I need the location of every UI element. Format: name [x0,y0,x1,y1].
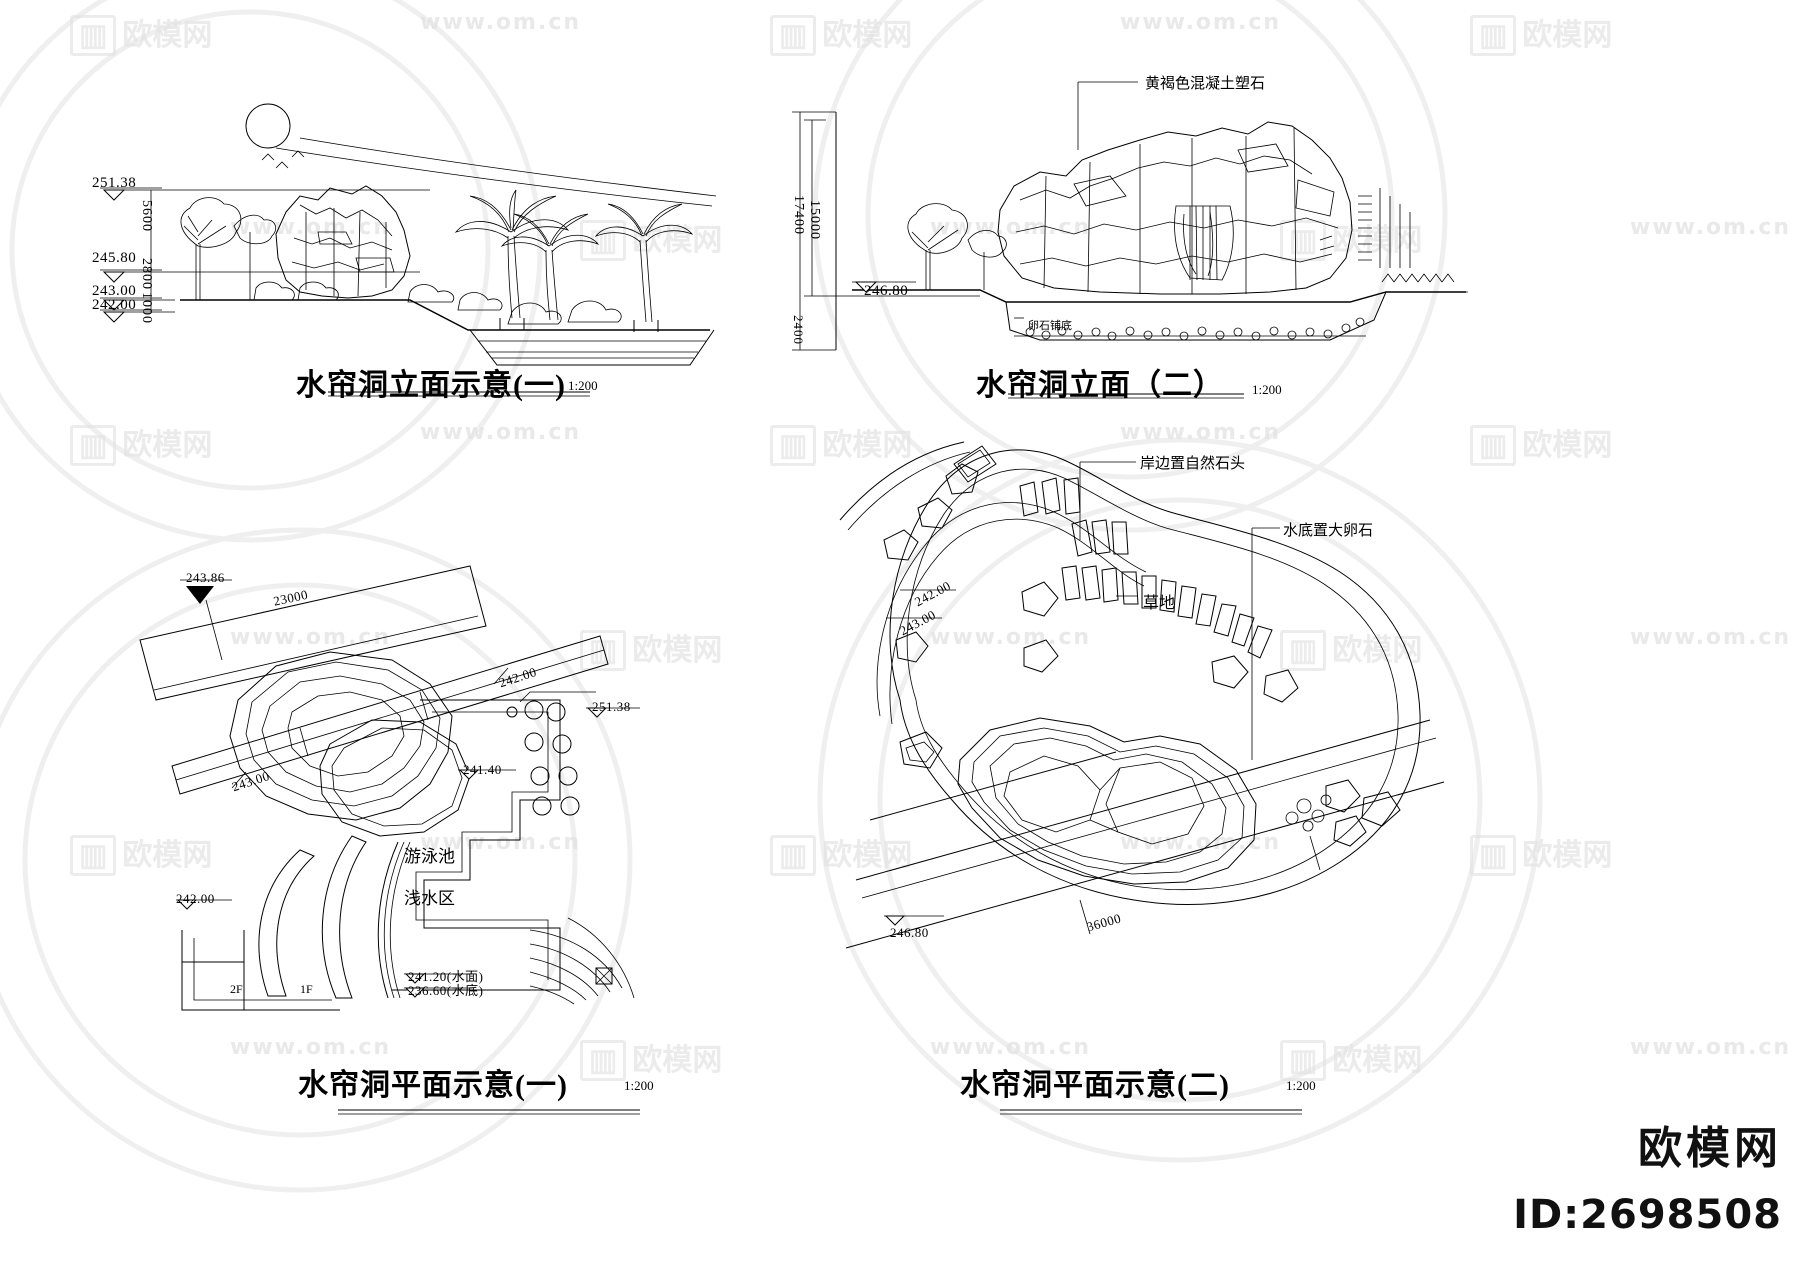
elevation-label: 243.86 [186,570,225,585]
brand-logo: 欧模网 [1638,1124,1782,1173]
panel-title-plan-one: 水帘洞平面示意(一) [298,1069,568,1102]
panel-scale-plan-one: 1:200 [624,1078,654,1093]
elevation-label: 245.80 [92,250,137,266]
panel-title-plan-two: 水帘洞平面示意(二) [960,1069,1230,1102]
callout-label: 卵石铺底 [1028,320,1072,332]
plan-label: 1F [300,982,313,996]
panel-title-elevation-one: 水帘洞立面示意(一) [296,369,566,402]
callout-label: 草地 [1143,595,1176,612]
elevation-label: 241.40 [463,762,502,777]
panel-plan-one-geometry [139,565,640,1115]
elevation-label: 236.60(水底) [408,983,484,998]
panel-plan-two-geometry [839,441,1445,1115]
brand-id: ID:2698508 [1513,1192,1782,1238]
elevation-label: 251.38 [92,175,137,191]
dimension-label: 1000 [139,292,154,324]
dimension-label: 17400 [791,195,806,235]
elevation-label: 246.80 [890,925,929,940]
elevation-label: 251.38 [592,699,631,714]
plan-label: 游泳池 [404,847,455,866]
elevation-label: 242.00 [176,891,215,906]
panel-elevation-one-geometry [100,103,717,366]
callout-label: 黄褐色混凝土塑石 [1145,76,1266,92]
elevation-label: 242.00 [92,297,137,313]
panel-elevation-two-geometry [792,81,1468,351]
panel-scale-elevation-two: 1:200 [1252,382,1282,397]
dimension-label: 2800 [139,258,154,290]
plan-label: 浅水区 [404,889,455,908]
callout-label: 岸边置自然石头 [1140,456,1246,472]
elevation-label: 241.20(水面) [408,969,484,984]
panel-scale-plan-two: 1:200 [1286,1078,1316,1093]
plan-label: 2F [230,982,243,996]
panel-scale-elevation-one: 1:200 [568,378,598,393]
elevation-label: 243.00 [92,283,137,299]
dimension-label: 2400 [791,315,806,345]
dimension-label: 5600 [139,200,154,232]
panel-title-elevation-two: 水帘洞立面（二） [976,369,1224,402]
dimension-label: 15000 [807,200,822,240]
callout-label: 水底置大卵石 [1283,523,1374,539]
elevation-label: 246.80 [864,283,909,299]
